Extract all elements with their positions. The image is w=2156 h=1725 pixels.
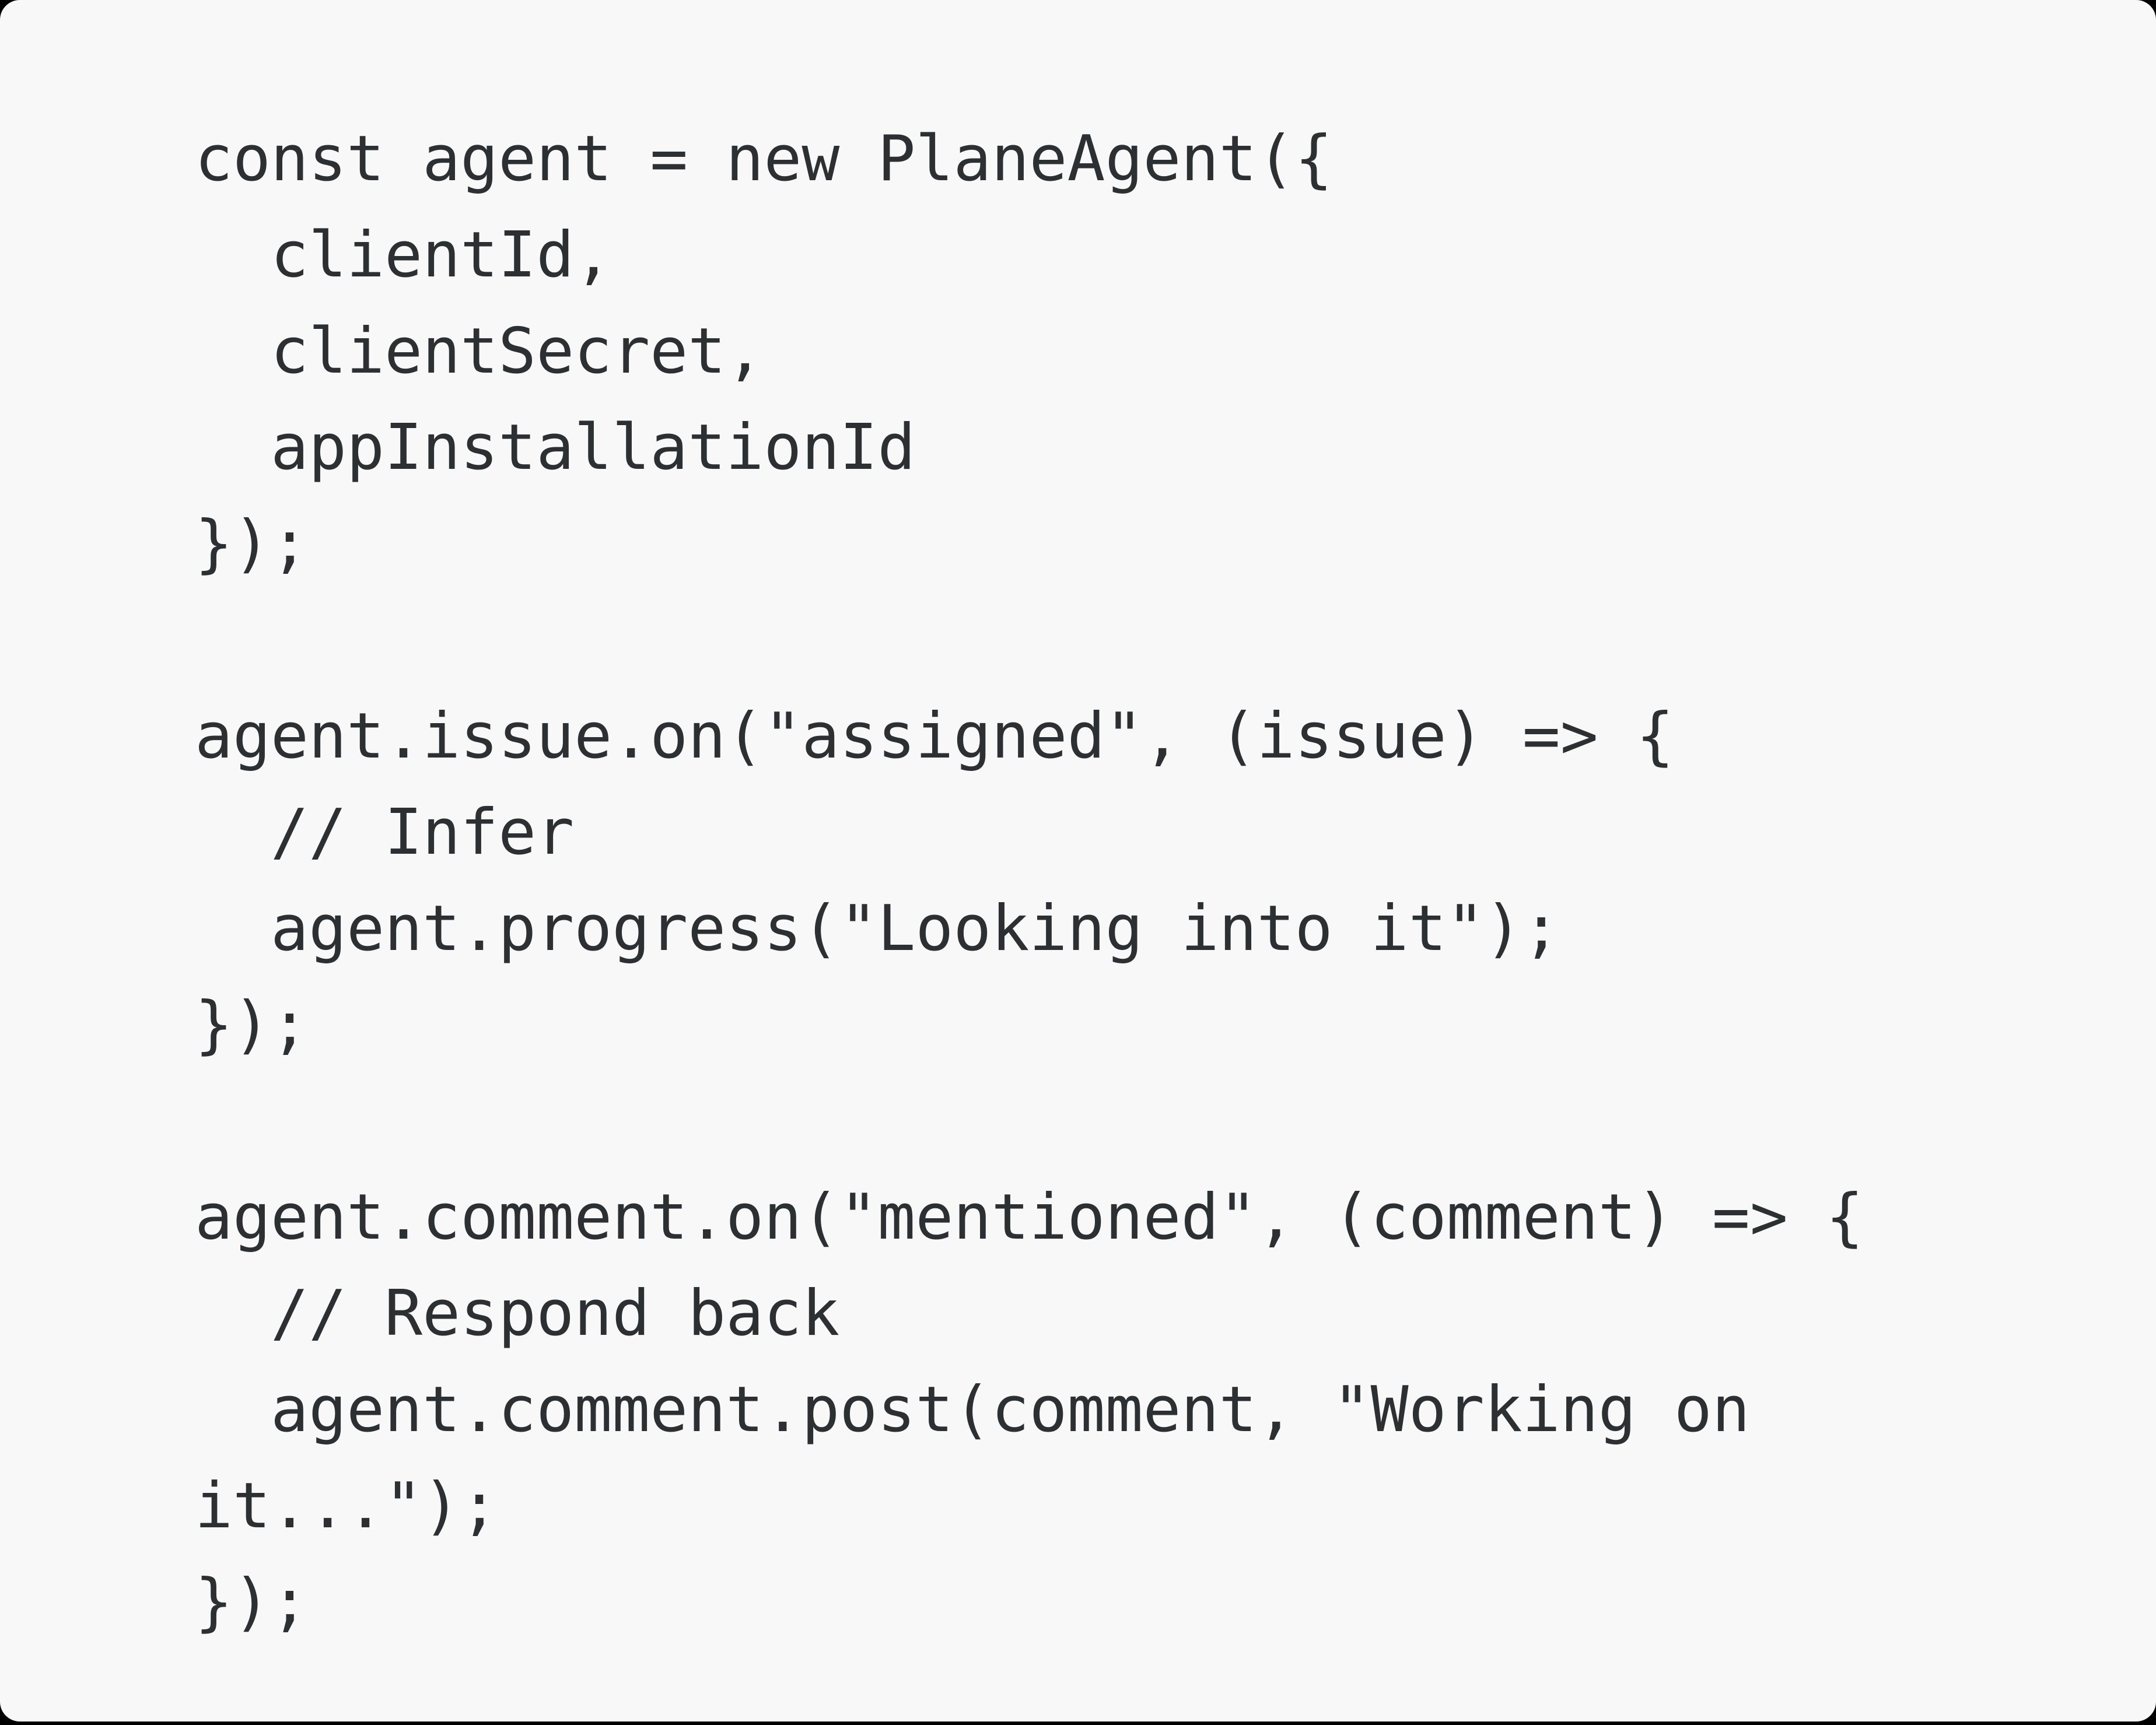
code-block: const agent = new PlaneAgent({ clientId,… [195,122,1864,1639]
